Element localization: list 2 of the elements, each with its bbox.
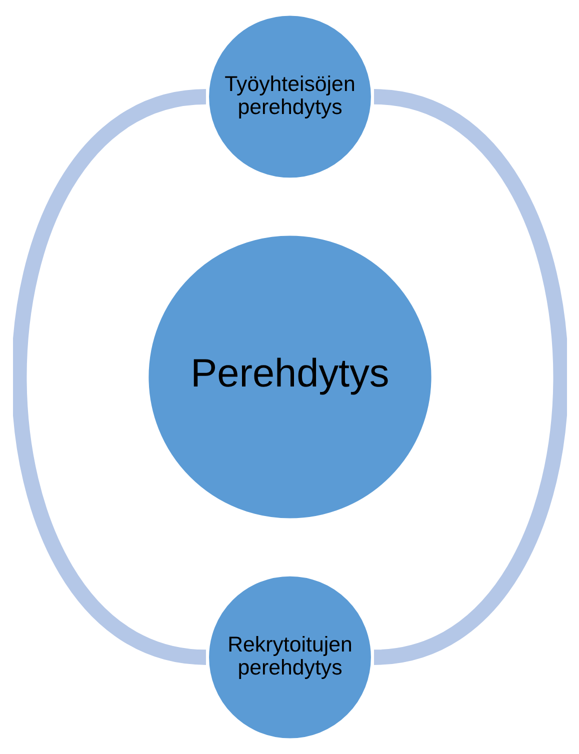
connector	[372, 89, 566, 665]
connector	[12, 89, 207, 665]
